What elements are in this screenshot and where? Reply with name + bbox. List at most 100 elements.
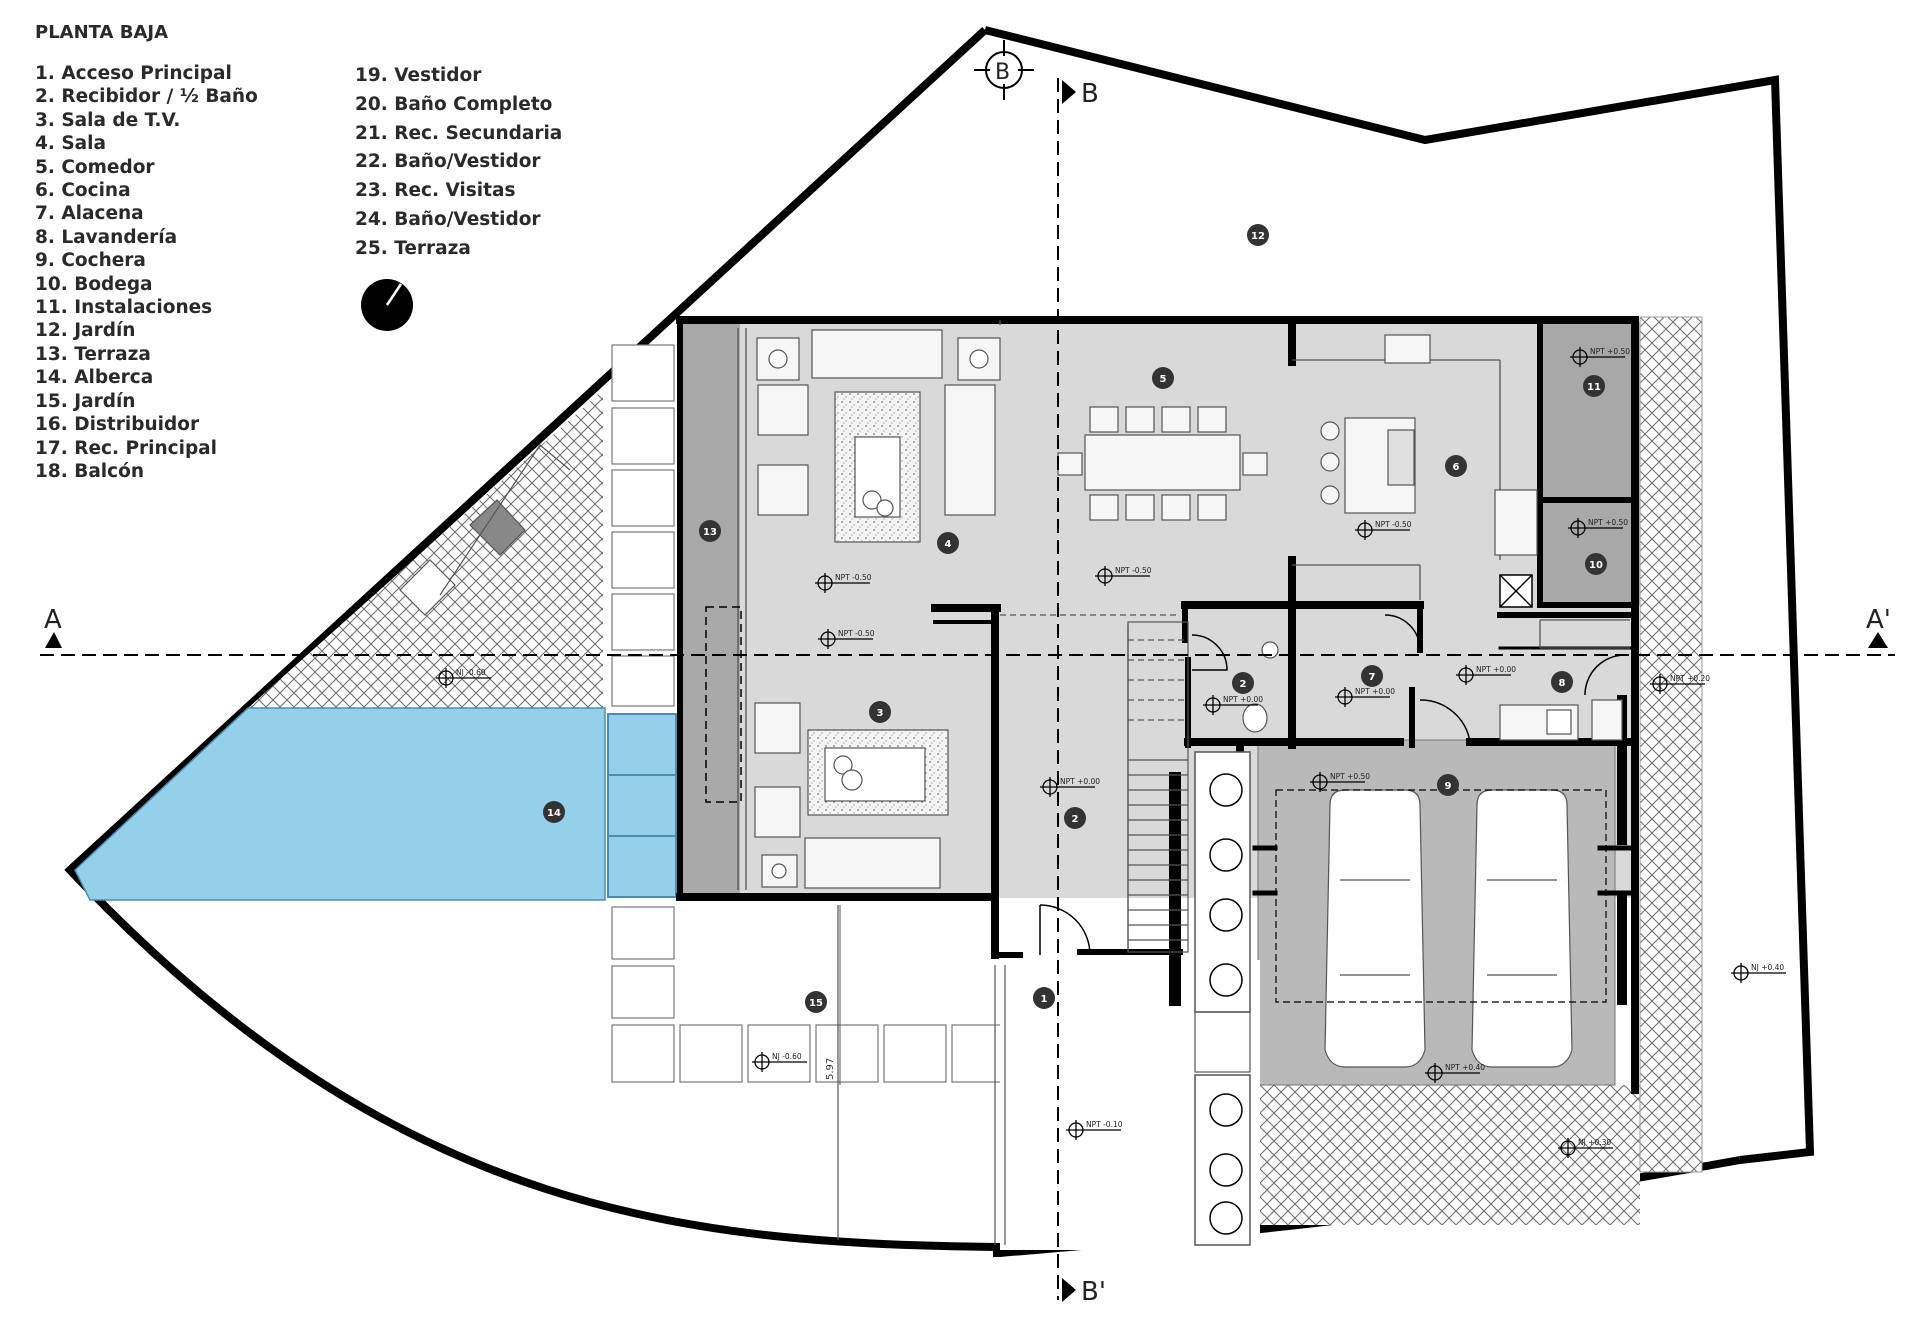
svg-text:2: 2 bbox=[1072, 814, 1079, 825]
room-tag-2b: 2 bbox=[1232, 672, 1254, 694]
legend-item: 19. Vestidor bbox=[355, 65, 482, 86]
garden-lines bbox=[837, 905, 1251, 1245]
level-marker-icon bbox=[1040, 777, 1095, 797]
level-marker-icon bbox=[1568, 518, 1623, 538]
legend-item: 10. Bodega bbox=[35, 273, 153, 295]
stepping-slabs bbox=[611, 344, 1005, 1083]
level-marker-icon bbox=[752, 1052, 807, 1072]
kitchen-furniture bbox=[1320, 334, 1538, 556]
dimension-text: 5.97 bbox=[825, 1058, 836, 1080]
dining-furniture bbox=[1057, 406, 1268, 521]
level-marker-icon bbox=[1731, 963, 1786, 983]
level-marker-icon bbox=[1558, 1138, 1613, 1158]
level-marker-icon bbox=[1066, 1120, 1121, 1140]
section-labels: A A' B B' B bbox=[44, 60, 1891, 1307]
svg-text:8: 8 bbox=[1559, 678, 1566, 689]
room-tag-10: 10 bbox=[1585, 553, 1607, 575]
shaft-x bbox=[1499, 574, 1533, 608]
b-marker bbox=[974, 40, 1034, 100]
legend-item: 8. Lavandería bbox=[35, 226, 178, 248]
level-label: NJ +0.40 bbox=[1751, 963, 1784, 972]
terrace-dashes bbox=[679, 320, 742, 803]
level-marker-icon bbox=[1650, 674, 1705, 694]
pool bbox=[74, 707, 677, 901]
room-tag-12: 12 bbox=[1247, 224, 1269, 246]
level-label: NJ -0.60 bbox=[772, 1052, 802, 1061]
section-label-a-prime: A' bbox=[1866, 605, 1891, 635]
svg-text:7: 7 bbox=[1369, 672, 1376, 683]
level-marker-icon bbox=[815, 573, 870, 593]
level-label: NJ +0.30 bbox=[1578, 1138, 1611, 1147]
legend-item: 17. Rec. Principal bbox=[35, 437, 218, 459]
svg-text:4: 4 bbox=[945, 539, 952, 550]
room-tag-5: 5 bbox=[1152, 367, 1174, 389]
tv-room-furniture bbox=[754, 702, 949, 889]
room-tag-3: 3 bbox=[869, 701, 891, 723]
north-arrow-icon bbox=[361, 279, 413, 331]
b-marker-label: B bbox=[995, 60, 1010, 85]
plan-title: PLANTA BAJA bbox=[35, 22, 169, 43]
level-label: NPT +0.00 bbox=[1355, 687, 1395, 696]
level-marker-icon bbox=[1355, 520, 1410, 540]
svg-text:15: 15 bbox=[809, 998, 823, 1009]
section-lines bbox=[40, 78, 1895, 1300]
room-tag-9: 9 bbox=[1437, 774, 1459, 796]
level-label: NJ -0.60 bbox=[456, 668, 486, 677]
room-tag-11: 11 bbox=[1583, 375, 1605, 397]
level-marker-icon bbox=[1456, 665, 1511, 685]
planter-trees bbox=[1194, 751, 1251, 1246]
legend-item: 4. Sala bbox=[35, 133, 106, 155]
legend-item: 13. Terraza bbox=[35, 343, 151, 365]
legend-item: 12. Jardín bbox=[35, 320, 136, 342]
legend-item: 24. Baño/Vestidor bbox=[355, 208, 541, 230]
level-label: NPT -0.50 bbox=[1115, 566, 1152, 575]
svg-text:9: 9 bbox=[1445, 781, 1452, 792]
legend-item: 14. Alberca bbox=[35, 367, 154, 389]
doors bbox=[1039, 614, 1626, 956]
level-marker-icon bbox=[1310, 772, 1365, 792]
level-labels: NPT -0.50 NPT -0.50 NPT -0.50 NPT -0.50 … bbox=[456, 347, 1784, 1147]
svg-text:3: 3 bbox=[877, 708, 884, 719]
paving-areas bbox=[248, 316, 1703, 1225]
level-markers bbox=[436, 347, 1786, 1158]
legend-column-2: 19. Vestidor 20. Baño Completo 21. Rec. … bbox=[355, 62, 562, 264]
floor-fills bbox=[680, 318, 1640, 1250]
svg-text:14: 14 bbox=[547, 808, 561, 819]
legend-item: 20. Baño Completo bbox=[355, 93, 553, 115]
section-label-a: A bbox=[44, 605, 62, 635]
level-marker-icon bbox=[1570, 347, 1625, 367]
legend-item: 3. Sala de T.V. bbox=[35, 109, 181, 131]
level-marker-icon bbox=[1425, 1063, 1480, 1083]
level-marker-icon bbox=[1335, 687, 1390, 707]
room-tag-14: 14 bbox=[543, 801, 565, 823]
room-tag-7: 7 bbox=[1361, 665, 1383, 687]
svg-text:12: 12 bbox=[1251, 231, 1265, 242]
svg-text:6: 6 bbox=[1453, 462, 1460, 473]
room-tag-6: 6 bbox=[1445, 455, 1467, 477]
legend-item: 15. Jardín bbox=[35, 390, 136, 412]
section-label-b-prime: B' bbox=[1081, 1277, 1106, 1307]
svg-text:13: 13 bbox=[703, 527, 717, 538]
legend-item: 2. Recibidor / ½ Baño bbox=[35, 86, 258, 108]
svg-text:1: 1 bbox=[1041, 994, 1048, 1005]
room-tag-13: 13 bbox=[699, 520, 721, 542]
level-label: NPT -0.50 bbox=[1375, 520, 1412, 529]
level-marker-icon bbox=[818, 629, 873, 649]
room-tag-1: 1 bbox=[1033, 987, 1055, 1009]
level-label: NPT -0.50 bbox=[838, 629, 875, 638]
svg-text:10: 10 bbox=[1589, 560, 1603, 571]
legend-item: 23. Rec. Visitas bbox=[355, 180, 516, 202]
level-marker-icon bbox=[436, 668, 491, 688]
living-furniture bbox=[756, 329, 1001, 543]
legend-item: 21. Rec. Secundaria bbox=[355, 122, 563, 144]
legend-item: 5. Comedor bbox=[35, 156, 155, 178]
level-label: NPT +0.20 bbox=[1670, 674, 1710, 683]
room-tag-8: 8 bbox=[1551, 671, 1573, 693]
level-label: NPT +0.00 bbox=[1223, 695, 1263, 704]
level-label: NPT +0.00 bbox=[1060, 777, 1100, 786]
legend-column-1: 1. Acceso Principal 2. Recibidor / ½ Bañ… bbox=[35, 62, 258, 483]
outdoor-grill bbox=[399, 444, 571, 616]
section-markers bbox=[45, 80, 1888, 1302]
room-tag-4: 4 bbox=[937, 532, 959, 554]
level-label: NPT +0.50 bbox=[1330, 772, 1370, 781]
